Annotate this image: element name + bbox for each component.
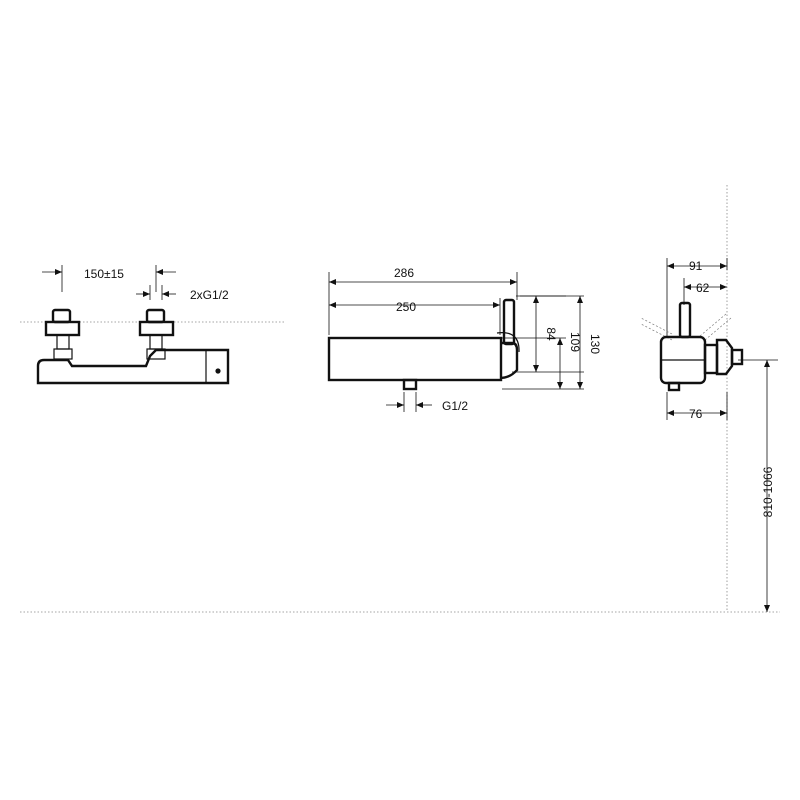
- top-view: 286 250 84 109 130 G1/2: [327, 266, 602, 413]
- dim-front-spacing: 150±15: [84, 267, 124, 281]
- dim-side-width-62: 62: [696, 281, 710, 295]
- dim-side-width-91: 91: [689, 259, 703, 273]
- dim-top-height-84: 84: [544, 327, 558, 341]
- side-view: 91 62 76 810-1066: [640, 258, 778, 612]
- front-mixer-body: [36, 348, 230, 385]
- dim-top-height-130: 130: [588, 334, 602, 354]
- dim-top-length-body: 250: [396, 300, 416, 314]
- dim-top-length-total: 286: [394, 266, 414, 280]
- dim-top-outlet-thread: G1/2: [442, 399, 468, 413]
- dim-side-mount-height: 810-1066: [761, 466, 775, 517]
- dim-side-depth-76: 76: [689, 407, 703, 421]
- side-lever: [678, 301, 692, 339]
- top-lever-handle: [502, 298, 516, 346]
- top-mixer-body: [327, 336, 503, 382]
- dim-front-thread: 2xG1/2: [190, 288, 229, 302]
- front-view: 150±15 2xG1/2: [20, 265, 285, 385]
